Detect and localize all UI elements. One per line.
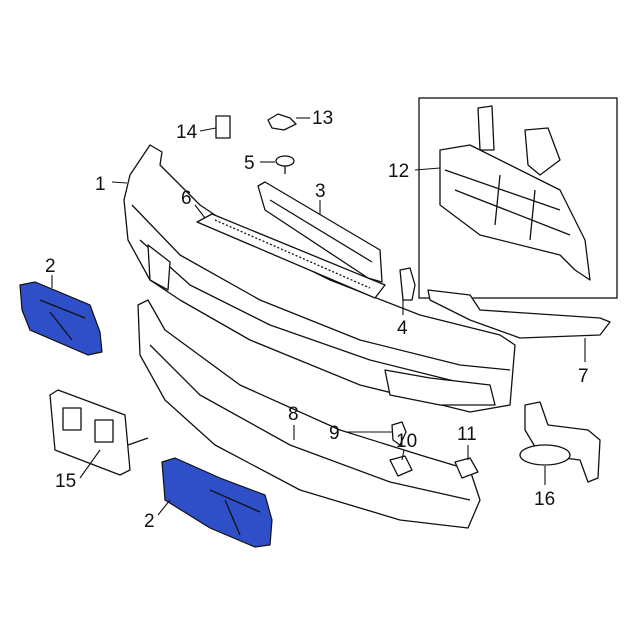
callout-8: 8 xyxy=(288,404,299,425)
part-5-clip[interactable] xyxy=(275,155,295,174)
callout-5: 5 xyxy=(244,153,255,174)
callout-16: 16 xyxy=(534,489,555,510)
callout-4: 4 xyxy=(397,318,408,339)
callout-7: 7 xyxy=(578,366,589,387)
callout-12: 12 xyxy=(388,161,409,182)
callout-9: 9 xyxy=(329,423,340,444)
callout-2-lower: 2 xyxy=(144,511,155,532)
part-4-push-pin[interactable] xyxy=(399,267,416,301)
part-10-nut[interactable] xyxy=(389,455,413,477)
callout-15: 15 xyxy=(55,471,76,492)
callout-3: 3 xyxy=(315,181,326,202)
callout-11: 11 xyxy=(457,424,477,445)
part-6-grille-insert[interactable] xyxy=(196,213,386,299)
callout-2-left: 2 xyxy=(45,256,56,277)
part-3-bracket[interactable] xyxy=(257,181,383,283)
part-12-air-deflector[interactable] xyxy=(439,105,591,281)
part-8-lower-cover[interactable] xyxy=(137,299,481,529)
part-13-bolt[interactable] xyxy=(267,113,297,131)
part-2-bracket-lower[interactable] xyxy=(161,457,273,548)
leader-lines xyxy=(51,117,586,516)
part-7-valance-strip[interactable] xyxy=(427,289,611,339)
inset-box-part-12 xyxy=(418,97,618,299)
callout-1: 1 xyxy=(95,174,106,195)
callout-10: 10 xyxy=(396,431,417,452)
part-15-license-bracket[interactable] xyxy=(49,389,149,476)
part-14-nut[interactable] xyxy=(215,115,231,139)
part-11-clip[interactable] xyxy=(454,457,479,479)
part-2-bracket-left[interactable] xyxy=(19,281,103,356)
part-9-bolt[interactable] xyxy=(391,421,407,446)
callout-13: 13 xyxy=(312,108,333,129)
callout-6: 6 xyxy=(181,188,192,209)
part-16-tow-hook-bracket[interactable] xyxy=(519,401,601,483)
callout-14: 14 xyxy=(176,122,198,143)
part-1-front-bumper[interactable] xyxy=(123,144,516,413)
